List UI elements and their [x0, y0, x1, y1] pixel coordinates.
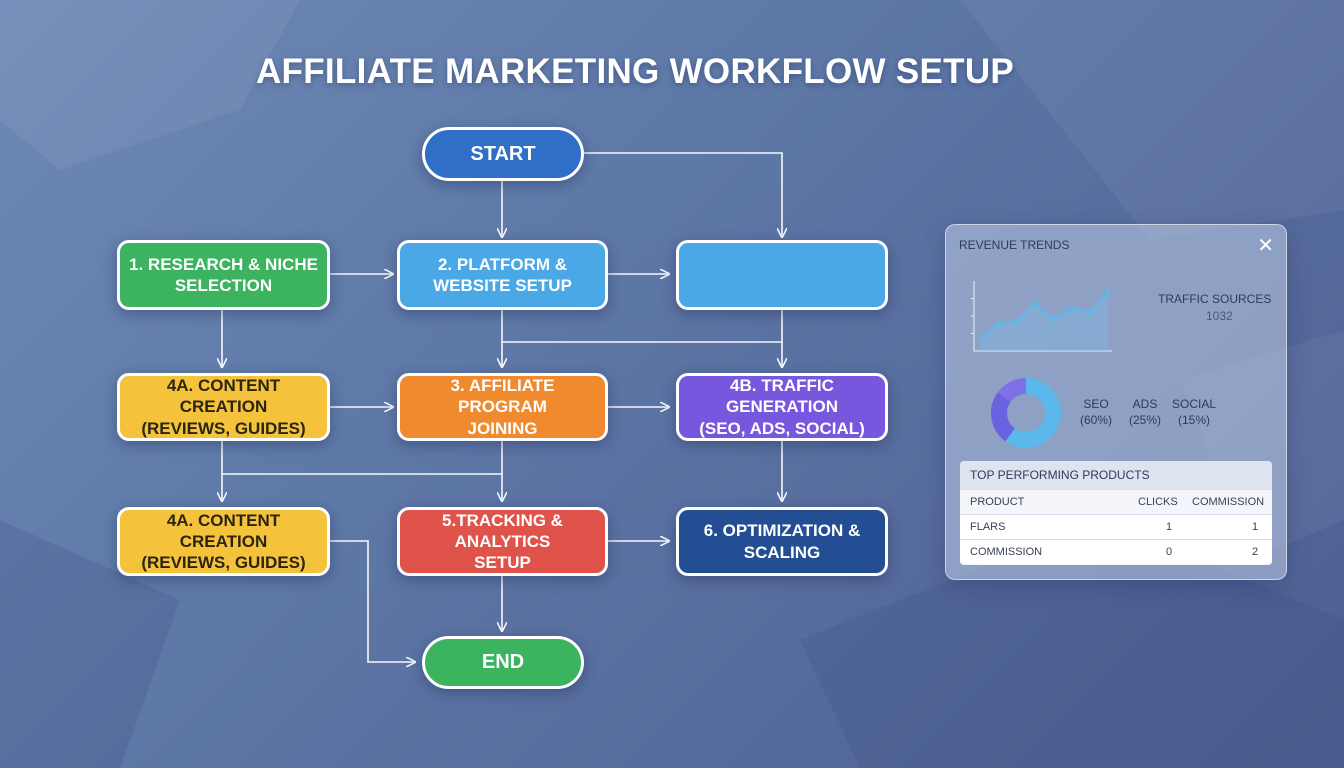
table-header-row: PRODUCT CLICKS COMMISSION — [960, 489, 1272, 514]
close-icon[interactable]: ✕ — [1257, 235, 1274, 257]
column-header-commission[interactable]: COMMISSION — [1192, 496, 1265, 508]
donut-slice-seo — [1005, 378, 1061, 448]
revenue-trend-chart — [971, 281, 1112, 352]
traffic-donut-chart — [991, 378, 1061, 448]
connector-content-end — [330, 540, 414, 662]
table-row[interactable]: COMMISSION 0 2 — [960, 539, 1272, 564]
research-niche-node[interactable]: 1. RESEARCH & NICHE SELECTION — [117, 240, 330, 310]
traffic-sources-title: TRAFFIC SOURCES — [1158, 292, 1272, 306]
connector-start-blank — [584, 152, 782, 236]
start-node[interactable]: START — [422, 127, 584, 181]
trend-point — [1105, 289, 1111, 295]
traffic-sources-year: 1032 — [1206, 309, 1233, 323]
blank-node[interactable] — [676, 240, 888, 310]
trend-point — [1087, 309, 1093, 315]
top-products-title: TOP PERFORMING PRODUCTS — [960, 461, 1272, 489]
analytics-panel: REVENUE TRENDS ✕ TRAFFIC SOURCES 1032 SE… — [945, 224, 1287, 580]
trend-line — [979, 291, 1109, 339]
trend-point — [1013, 319, 1020, 325]
tracking-analytics-node[interactable]: 5.TRACKING & ANALYTICS SETUP — [397, 507, 608, 576]
legend-social: SOCIAL (15%) — [1172, 397, 1217, 428]
table-row[interactable]: FLARS 1 1 — [960, 514, 1272, 539]
content-creation-node-b[interactable]: 4A. CONTENT CREATION (REVIEWS, GUIDES) — [117, 507, 330, 576]
trend-area — [980, 291, 1108, 351]
trend-point — [1068, 306, 1075, 312]
top-products-table: TOP PERFORMING PRODUCTS PRODUCT CLICKS C… — [960, 461, 1272, 565]
platform-website-node[interactable]: 2. PLATFORM & WEBSITE SETUP — [397, 240, 608, 310]
end-node[interactable]: END — [422, 636, 584, 689]
column-header-product[interactable]: PRODUCT — [970, 496, 1025, 508]
affiliate-program-node[interactable]: 3. AFFILIATE PROGRAM JOINING — [397, 373, 608, 441]
column-header-clicks[interactable]: CLICKS — [1138, 496, 1178, 508]
trend-point — [1050, 316, 1056, 322]
donut-slice-social — [997, 378, 1027, 403]
revenue-trends-title: REVENUE TRENDS — [959, 238, 1070, 252]
traffic-generation-node[interactable]: 4B. TRAFFIC GENERATION (SEO, ADS, SOCIAL… — [676, 373, 888, 441]
legend-seo: SEO (60%) — [1080, 397, 1113, 428]
optimization-scaling-node[interactable]: 6. OPTIMIZATION & SCALING — [676, 507, 888, 576]
legend-ads: ADS (25%) — [1129, 397, 1162, 428]
trend-point — [1032, 301, 1038, 307]
trend-axis — [973, 281, 1112, 352]
trend-point — [995, 321, 1001, 327]
content-creation-node-a[interactable]: 4A. CONTENT CREATION (REVIEWS, GUIDES) — [117, 373, 330, 441]
donut-slice-ads — [991, 392, 1016, 442]
page-title: AFFILIATE MARKETING WORKFLOW SETUP — [255, 52, 1015, 91]
